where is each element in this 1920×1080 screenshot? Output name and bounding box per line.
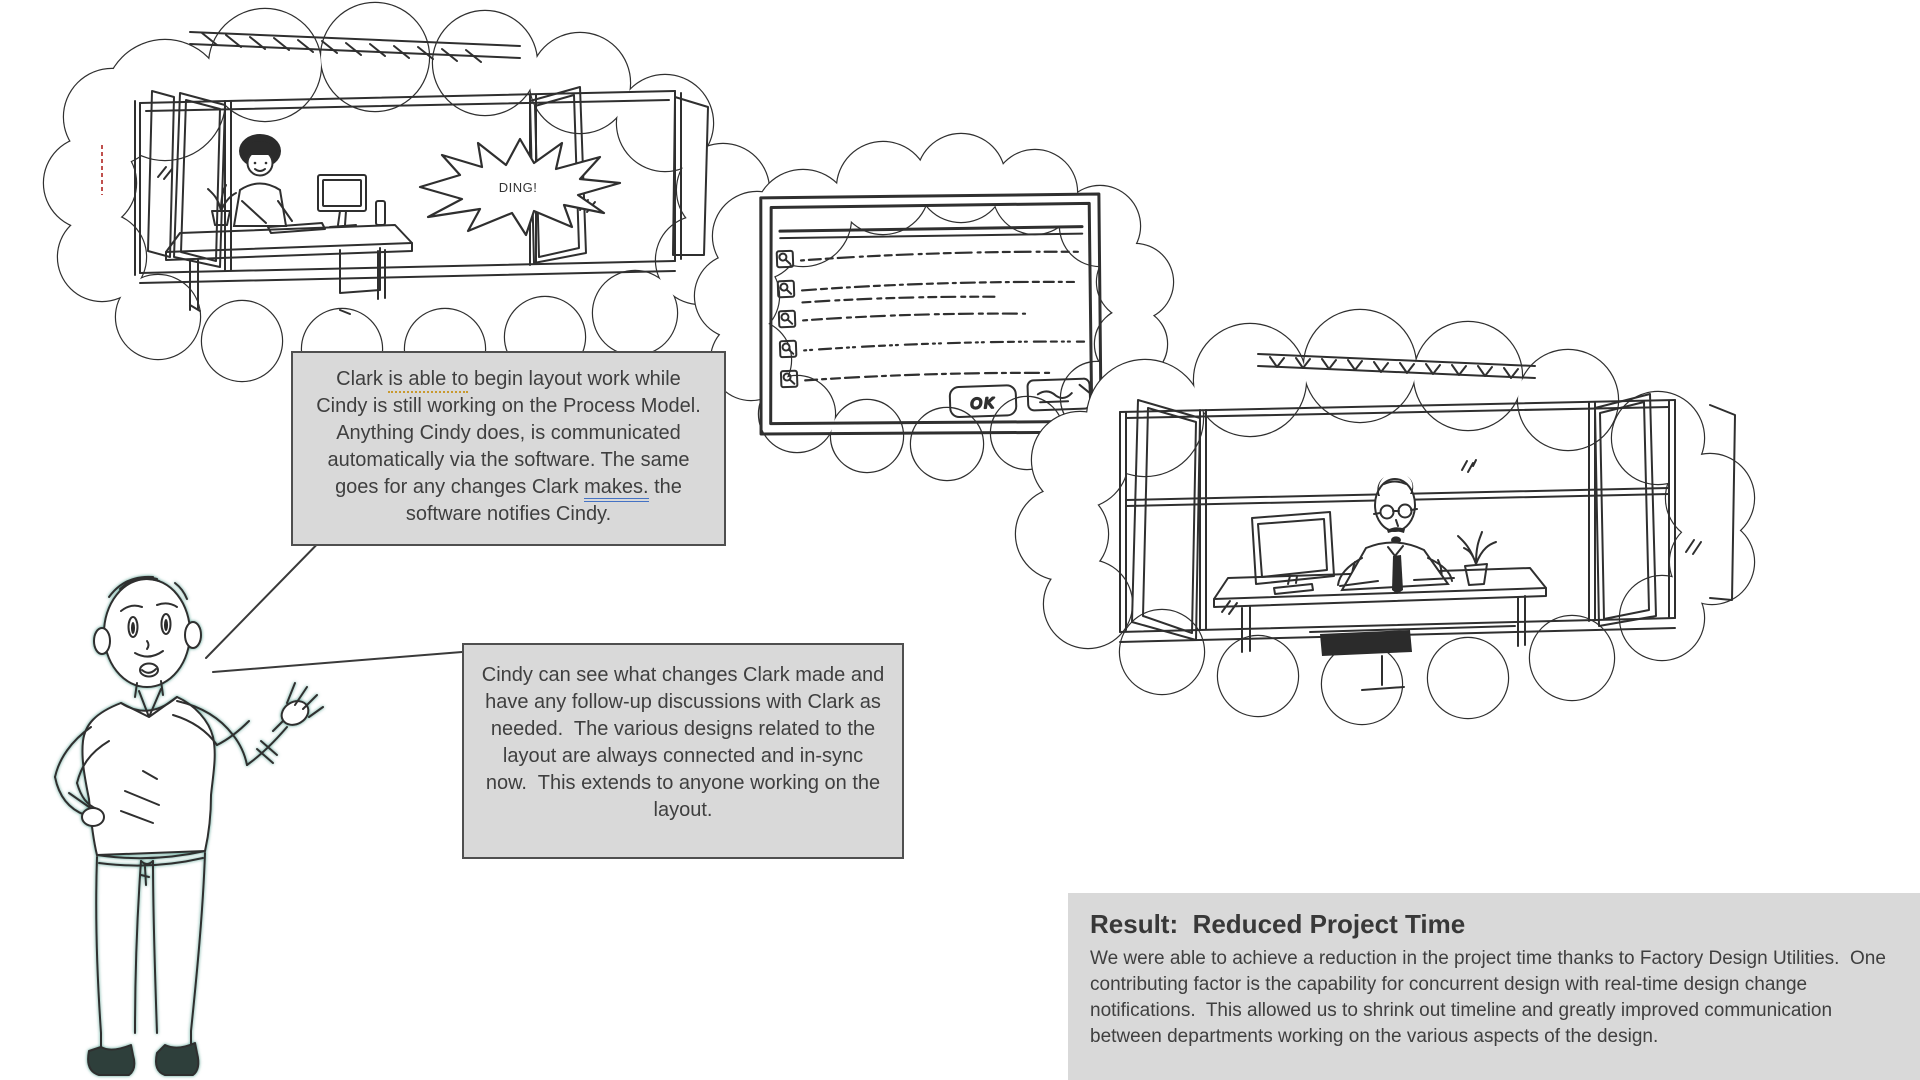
ok-button-label: OK [970, 395, 996, 413]
callout-clark-layout: Clark is able to begin layout work while… [291, 351, 726, 546]
thought-cloud-software: OK [693, 132, 1175, 482]
result-title: Result: Reduced Project Time [1090, 909, 1466, 939]
ceiling-hatch [189, 31, 521, 63]
presenter-figure [54, 575, 324, 1076]
text-line: Anything Cindy does, is communicated [336, 422, 681, 444]
monitor-sketch [1251, 511, 1335, 595]
spellcheck-underlined-text: is able to [388, 368, 469, 393]
ding-starburst: DING! [418, 137, 622, 237]
thought-cloud-clark [1014, 308, 1756, 726]
text-line: needed. The various designs related to t… [490, 718, 876, 740]
cindy-figure [232, 134, 293, 227]
plant-sketch [207, 184, 237, 226]
thought-cloud-cindy: DING! [42, 1, 771, 391]
ok-button-sketch: OK [948, 384, 1018, 419]
ceiling-hatch [1257, 353, 1536, 379]
text-line: now. This extends to anyone working on t… [485, 772, 881, 794]
text-line: layout are always connected and in-sync [502, 745, 864, 767]
scribble-rows [799, 250, 1086, 382]
text-line: software notifies Cindy. [405, 503, 612, 525]
callout-cindy-sync: Cindy can see what changes Clark made an… [462, 643, 904, 859]
result-panel: Result: Reduced Project Time We were abl… [1068, 893, 1920, 1080]
monitor-sketch [267, 174, 386, 234]
text-line: have any follow-up discussions with Clar… [485, 691, 881, 713]
text-line: automatically via the software. The same [327, 449, 690, 471]
result-text-line: notifications. This allowed us to shrink… [1090, 1000, 1833, 1021]
list-item-icons [775, 249, 799, 389]
cindy-office-sketch: DING! [101, 31, 709, 315]
text-line: Cindy is still working on the Process Mo… [316, 395, 701, 417]
plant-sketch [1457, 531, 1497, 586]
clark-office-sketch [1119, 353, 1736, 691]
result-text-line: We were able to achieve a reduction in t… [1090, 948, 1886, 969]
result-text-line: between departments working on the vario… [1090, 1026, 1659, 1047]
clark-figure [1337, 476, 1455, 594]
text-line: goes for any changes Clark makes. the [293, 474, 724, 502]
result-text-line: contributing factor is the capability fo… [1090, 974, 1808, 995]
text-line: Cindy can see what changes Clark made an… [481, 664, 885, 686]
ding-text: DING! [499, 180, 538, 195]
text-line: Clark is able to begin layout work while [293, 366, 724, 393]
text-line: layout. [653, 799, 713, 821]
grammar-underlined-text: makes. [584, 476, 649, 502]
